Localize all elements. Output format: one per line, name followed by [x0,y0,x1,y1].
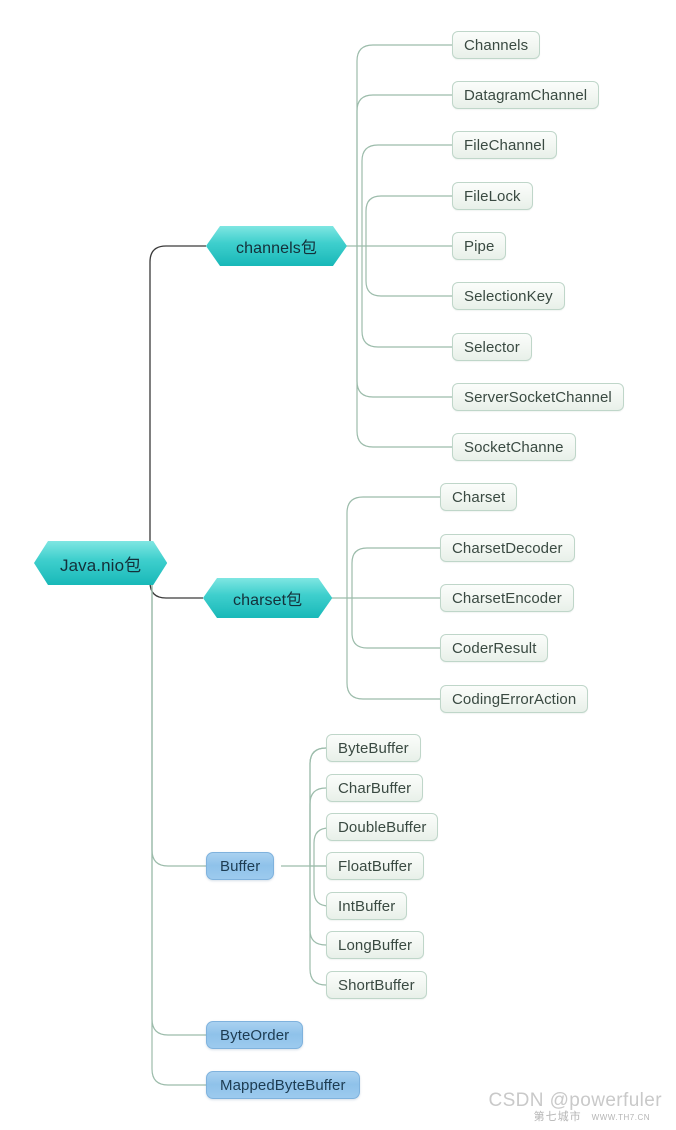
leaf-serversocketchannel[interactable]: ServerSocketChannel [452,383,624,411]
arm-filelock [365,195,452,246]
cn-site-url: WWW.TH7.CN [591,1113,650,1122]
leaf-socketchanne[interactable]: SocketChanne [452,433,576,461]
cn-site-name: 第七城市 [533,1111,582,1123]
leaf-datagramchannel[interactable]: DatagramChannel [452,81,600,109]
arm-coderresult [351,598,440,649]
trunk-to-buffer [151,566,206,867]
arm-bytebuffer [309,747,327,866]
arm-channels [356,44,452,246]
leaf-doublebuffer[interactable]: DoubleBuffer [326,813,439,841]
leaf-bytebuffer[interactable]: ByteBuffer [326,734,421,762]
trunk-to-mappedbytebuffer [151,566,206,1086]
leaf-channels[interactable]: Channels [452,31,541,59]
leaf-charset[interactable]: Charset [440,483,518,511]
leaf-charsetencoder[interactable]: CharsetEncoder [440,584,574,612]
leaf-charsetdecoder[interactable]: CharsetDecoder [440,534,575,562]
leaf-filechannel[interactable]: FileChannel [452,131,558,159]
trunk-to-byteorder [151,566,206,1036]
leaf-selectionkey[interactable]: SelectionKey [452,282,565,310]
csdn-watermark: CSDN @powerfuler [488,1090,662,1111]
node-branch-mappedbytebuffer[interactable]: MappedByteBuffer [206,1071,360,1099]
leaf-shortbuffer[interactable]: ShortBuffer [326,971,427,999]
arm-bytebuffer-2 [309,747,327,866]
node-branch-byteorder[interactable]: ByteOrder [206,1021,304,1049]
arm-charbuffer [309,787,327,866]
leaf-coderresult[interactable]: CoderResult [440,634,549,662]
arm-charsetdecoder [351,547,440,598]
arm-datagramchannel [356,94,452,246]
leaf-charbuffer[interactable]: CharBuffer [326,774,424,802]
trunk-to-channels [149,245,206,563]
leaf-pipe[interactable]: Pipe [452,232,507,260]
arm-longbuffer [309,866,327,946]
arm-codingerroraction [346,598,440,700]
node-branch-charset[interactable]: charset包 [203,578,332,618]
arm-charset [346,496,440,598]
leaf-floatbuffer[interactable]: FloatBuffer [326,852,425,880]
leaf-selector[interactable]: Selector [452,333,532,361]
arm-serversocketchannel [356,246,452,398]
arm-shortbuffer [309,866,327,986]
leaf-intbuffer[interactable]: IntBuffer [326,892,408,920]
arm-selectionkey [365,246,452,297]
arm-socketchanne [356,246,452,448]
cn-site-watermark: 第七城市 WWW.TH7.CN [534,1108,650,1124]
leaf-codingerroraction[interactable]: CodingErrorAction [440,685,589,713]
leaf-filelock[interactable]: FileLock [452,182,533,210]
arm-selector [361,246,452,348]
node-root-java-nio[interactable]: Java.nio包 [34,541,167,585]
arm-filechannel [361,144,452,246]
node-branch-channels[interactable]: channels包 [206,226,347,266]
node-branch-buffer[interactable]: Buffer [206,852,275,880]
leaf-longbuffer[interactable]: LongBuffer [326,931,425,959]
